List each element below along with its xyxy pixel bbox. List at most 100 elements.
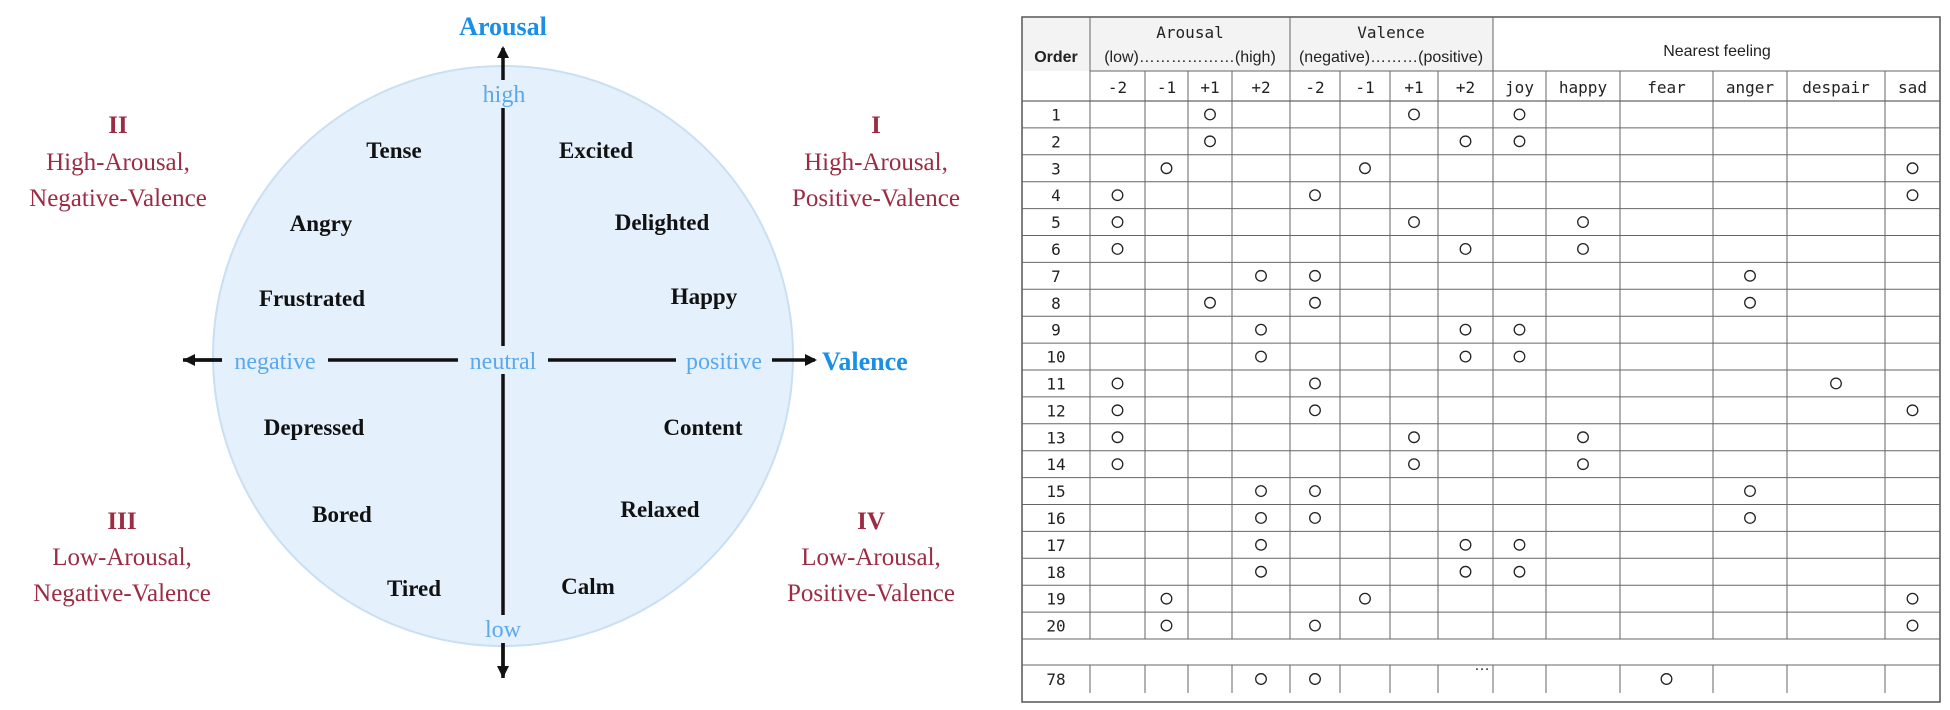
pole-high-bg: [473, 80, 535, 108]
arousal-axis-title: Arousal: [459, 12, 547, 41]
feeling-mark: [1513, 350, 1526, 363]
valence-mark: [1459, 538, 1472, 551]
valence-mark: [1408, 431, 1420, 444]
arousal-subheader: (low)………………(high): [1104, 49, 1276, 66]
feeling-mark: [1906, 592, 1919, 605]
table-row: 16: [1046, 509, 1065, 528]
valence-scale-label: +1: [1404, 78, 1423, 97]
arousal-mark: [1111, 242, 1124, 255]
arousal-mark: [1160, 592, 1173, 605]
arousal-mark: [1204, 135, 1216, 148]
table-row: 20: [1046, 617, 1065, 636]
arousal-mark: [1255, 350, 1267, 363]
arousal-scale-label: -1: [1157, 78, 1176, 97]
order-cell: 12: [1046, 401, 1065, 420]
pole-negative: negative: [234, 349, 315, 375]
valence-mark: [1309, 485, 1321, 498]
table-row: 5: [1051, 213, 1061, 232]
rating-table: Order Arousal (low)………………(high) Valence …: [1021, 16, 1941, 703]
valence-mark: [1309, 673, 1321, 685]
valence-mark: [1359, 592, 1371, 605]
feeling-mark: [1513, 538, 1526, 551]
table-row: 18: [1046, 563, 1065, 582]
valence-mark: [1408, 216, 1420, 229]
order-cell: 11: [1046, 374, 1065, 393]
valence-scale-label: +2: [1456, 78, 1475, 97]
emotion-label: Relaxed: [620, 497, 699, 522]
quadrant-numeral: I: [871, 112, 881, 139]
order-cell: 17: [1046, 536, 1065, 555]
quadrant-line1: High-Arousal,: [804, 149, 948, 176]
valence-mark: [1459, 323, 1472, 336]
emotion-label: Calm: [561, 574, 615, 599]
feeling-mark: [1744, 269, 1756, 282]
arousal-mark: [1111, 458, 1124, 471]
feeling-column-label: joy: [1505, 78, 1534, 97]
feeling-mark: [1744, 512, 1756, 524]
valence-mark: [1309, 404, 1321, 417]
valence-mark: [1459, 350, 1472, 363]
quadrant-line2: Positive-Valence: [792, 185, 960, 212]
arousal-scale-label: -2: [1108, 78, 1127, 97]
valence-mark: [1408, 108, 1420, 121]
order-cell: 1: [1051, 105, 1061, 124]
order-cell: 6: [1051, 240, 1061, 259]
nearest-feeling-header: Nearest feeling: [1663, 43, 1771, 60]
valence-mark: [1459, 242, 1472, 255]
feeling-column-label: anger: [1726, 78, 1775, 97]
feeling-column-label: despair: [1802, 78, 1870, 97]
emotion-label: Happy: [671, 284, 738, 309]
table-row: 3: [1051, 159, 1061, 178]
pole-neutral: neutral: [470, 349, 537, 375]
pole-high: high: [483, 82, 526, 108]
pole-positive-bg: [676, 346, 772, 374]
valence-mark: [1309, 269, 1321, 282]
quadrant-q1: I High-Arousal, Positive-Valence: [792, 112, 960, 212]
valence-mark: [1459, 565, 1472, 578]
arousal-mark: [1255, 512, 1267, 524]
arousal-mark: [1204, 296, 1216, 309]
valence-mark: [1359, 162, 1371, 175]
pole-positive: positive: [686, 349, 762, 375]
arousal-mark: [1160, 162, 1173, 175]
valence-axis-title: Valence: [822, 347, 908, 376]
quadrant-line2: Negative-Valence: [33, 580, 211, 607]
table-row: 13: [1046, 428, 1065, 447]
table-row: 14: [1046, 455, 1065, 474]
header-shade: [1023, 18, 1493, 71]
arousal-mark: [1255, 673, 1267, 685]
quadrant-q3: III Low-Arousal, Negative-Valence: [33, 508, 211, 607]
circumplex-diagram: Arousal Valence high low negative neutra…: [29, 12, 960, 678]
arousal-mark: [1255, 485, 1267, 498]
quadrant-line2: Positive-Valence: [787, 580, 955, 607]
order-cell: 5: [1051, 213, 1061, 232]
order-cell: 3: [1051, 159, 1061, 178]
feeling-mark: [1906, 189, 1919, 202]
feeling-mark: [1660, 673, 1673, 685]
valence-mark: [1309, 189, 1321, 202]
valence-mark: [1309, 377, 1321, 390]
quadrant-line1: Low-Arousal,: [52, 544, 192, 571]
valence-subheader: (negative)………(positive): [1299, 49, 1483, 66]
feeling-mark: [1513, 565, 1526, 578]
valence-mark: [1309, 619, 1321, 632]
quadrant-numeral: II: [108, 112, 127, 139]
arousal-mark: [1111, 377, 1124, 390]
order-header: Order: [1034, 49, 1078, 66]
order-cell: 20: [1046, 617, 1065, 636]
arousal-mark: [1255, 538, 1267, 551]
arousal-mark: [1111, 431, 1124, 444]
order-cell: 8: [1051, 294, 1061, 313]
arousal-header: Arousal: [1156, 23, 1223, 42]
table-row: 6: [1051, 240, 1061, 259]
feeling-mark: [1513, 323, 1526, 336]
feeling-mark: [1577, 216, 1589, 229]
order-cell: 7: [1051, 267, 1061, 286]
arousal-mark: [1255, 269, 1267, 282]
emotion-label: Excited: [559, 138, 633, 163]
arousal-mark: [1111, 216, 1124, 229]
table-frame: [1021, 16, 1941, 703]
table-row: 11: [1046, 374, 1065, 393]
arousal-scale-label: +1: [1200, 78, 1219, 97]
